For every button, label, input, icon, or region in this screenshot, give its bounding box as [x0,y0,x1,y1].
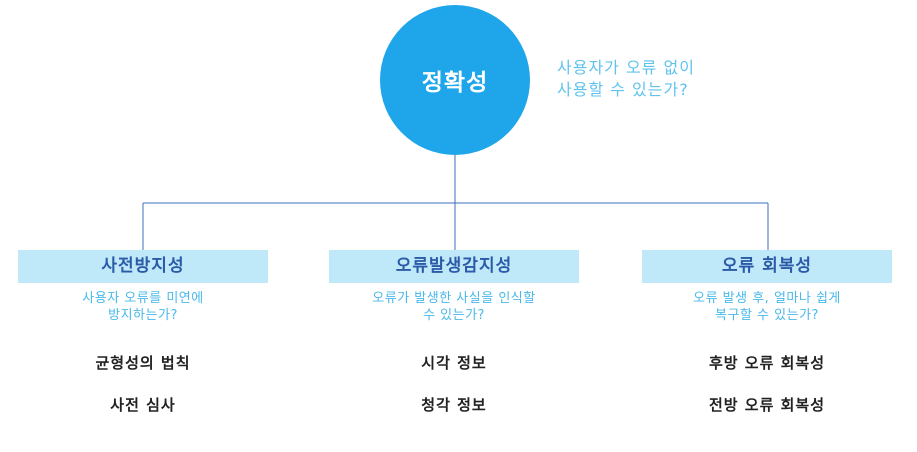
branch-description: 사용자 오류를 미연에 방지하는가? [82,291,204,323]
root-description: 사용자가 오류 없이 사용할 수 있는가? [557,58,695,99]
branch-item: 사전 심사 [110,396,176,414]
branch-prevention: 사전방지성 사용자 오류를 미연에 방지하는가? 균형성의 법칙 사전 심사 [18,250,268,414]
root-title: 정확성 [421,70,489,96]
branch-description: 오류가 발생한 사실을 인식할 수 있는가? [372,291,536,323]
branch-title: 사전방지성 [18,250,268,283]
branch-title: 오류발생감지성 [329,250,579,283]
branch-item: 전방 오류 회복성 [708,396,826,414]
branch-error-detection: 오류발생감지성 오류가 발생한 사실을 인식할 수 있는가? 시각 정보 청각 … [329,250,579,414]
root-node: 정확성 [380,5,530,155]
branch-item: 시각 정보 [421,354,487,372]
branch-description: 오류 발생 후, 얼마나 쉽게 복구할 수 있는가? [693,291,841,323]
branch-item: 청각 정보 [421,396,487,414]
branch-item: 균형성의 법칙 [95,354,191,372]
branch-error-recovery: 오류 회복성 오류 발생 후, 얼마나 쉽게 복구할 수 있는가? 후방 오류 … [642,250,892,414]
branch-title: 오류 회복성 [642,250,892,283]
branch-item: 후방 오류 회복성 [708,354,826,372]
